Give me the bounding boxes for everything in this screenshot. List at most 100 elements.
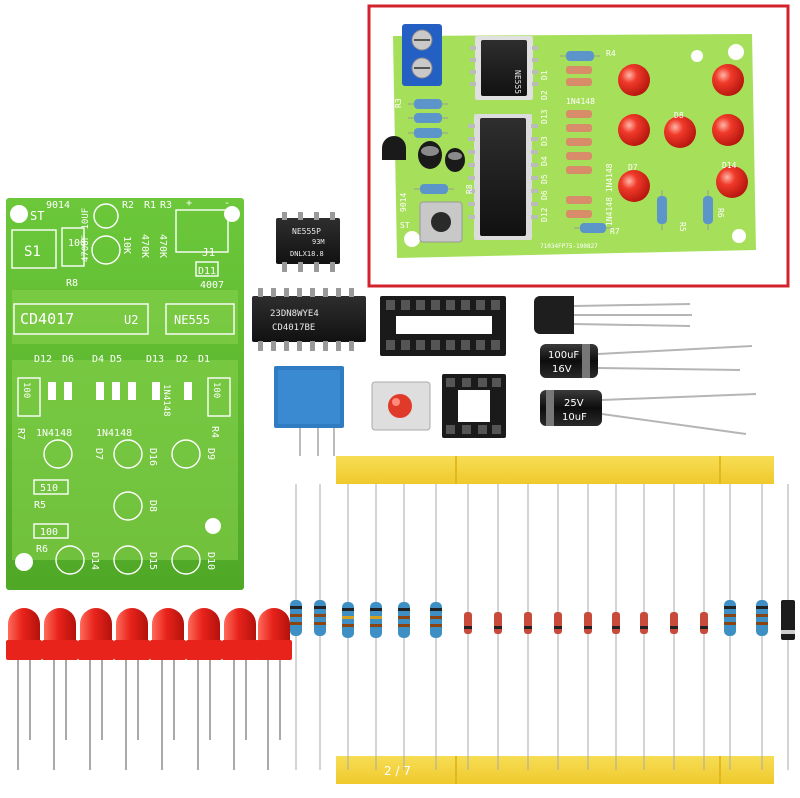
- bare-pcb: 9014 ST S1 R2 R1 R3 + - 10K 470K 470K 47…: [6, 198, 244, 590]
- bare-label-d6: D6: [62, 354, 74, 365]
- transistor-9014: [534, 296, 692, 334]
- capacitor-100uf-text-2: 16V: [552, 364, 572, 375]
- bare-label-d7: D7: [93, 448, 104, 460]
- bare-label-1n4148-side: 1N4148: [161, 384, 171, 417]
- bare-label-d2: D2: [176, 354, 188, 365]
- assembled-label-d1: D1: [540, 70, 549, 80]
- bare-label-r8: R8: [66, 278, 78, 289]
- led-1: [6, 608, 42, 770]
- assembled-label-9014: 9014: [399, 193, 408, 212]
- bare-label-minus: -: [224, 198, 230, 209]
- assembled-label-r8: R8: [465, 184, 474, 194]
- cd4017-chip-text-1: 23DN8WYE4: [270, 309, 319, 319]
- assembled-label-1n4148-b: 1N4148 1N4148: [605, 163, 614, 226]
- trimmer-potentiometer: [274, 366, 344, 456]
- assembled-label-r3: R3: [394, 98, 403, 108]
- bare-label-ne555: NE555: [174, 313, 210, 327]
- cd4017-chip: 23DN8WYE4 CD4017BE: [252, 288, 366, 351]
- bare-label-9014: 9014: [46, 200, 70, 211]
- capacitor-10uf: 25V 10uF: [540, 390, 757, 435]
- cd4017-chip-text-2: CD4017BE: [272, 323, 315, 333]
- assembled-label-d12: D12: [540, 207, 549, 222]
- ne555-chip-text-3: DNLX18.8: [290, 250, 324, 258]
- bare-label-1n4148-mid: 1N4148: [96, 428, 132, 439]
- bare-label-r6: R6: [36, 544, 48, 555]
- assembled-label-d13: D13: [540, 109, 549, 124]
- assembled-ne555: NE555: [470, 36, 538, 100]
- push-button-switch: [371, 381, 431, 431]
- bare-label-r1: R1: [144, 200, 156, 211]
- ne555-chip-text-2: 93M: [312, 238, 325, 246]
- bare-label-r3: R3: [160, 200, 172, 211]
- bare-label-r2: R2: [122, 200, 134, 211]
- led-7: [222, 608, 258, 770]
- bare-label-r4-value: 100: [211, 382, 221, 398]
- assembled-label-d6: D6: [540, 190, 549, 200]
- assembled-label-d8: D8: [674, 111, 684, 120]
- bare-label-d8: D8: [147, 500, 158, 512]
- led-8: [256, 608, 292, 770]
- page-indicator: 2 / 7: [384, 764, 411, 778]
- bare-label-r5: R5: [34, 500, 46, 511]
- assembled-label-r4: R4: [606, 49, 616, 58]
- assembled-label-st: ST: [400, 221, 410, 230]
- bare-label-cd4017: CD4017: [20, 310, 74, 328]
- loose-leds: [6, 608, 292, 770]
- capacitor-100uf-text-1: 100uF: [548, 350, 579, 361]
- bare-label-470k-a: 470K: [139, 234, 150, 258]
- assembled-label-r7: R7: [610, 227, 620, 236]
- led-6: [186, 608, 222, 770]
- assembled-ne555-label: NE555: [513, 70, 522, 94]
- bare-label-u2: U2: [124, 313, 138, 327]
- bare-label-d5: D5: [110, 354, 122, 365]
- assembled-resistors: [408, 51, 713, 233]
- assembled-label-d5: D5: [540, 174, 549, 184]
- tape-strips: [336, 456, 774, 784]
- bare-label-4007: 4007: [200, 280, 224, 291]
- assembled-label-d3: D3: [540, 136, 549, 146]
- assembled-label-d2: D2: [540, 90, 549, 100]
- assembled-push-button: [419, 201, 463, 243]
- bare-label-cap-values: 470UF 10UF: [81, 208, 91, 262]
- bare-label-r8-value: 100: [68, 238, 86, 249]
- axial-resistors: [290, 484, 768, 770]
- ne555-chip-text-1: NE555P: [292, 227, 321, 236]
- bare-label-j1: J1: [202, 246, 215, 259]
- bare-label-d16: D16: [147, 448, 158, 466]
- assembled-cd4017: [468, 114, 538, 240]
- assembled-capacitors: [382, 136, 465, 172]
- axial-diode-1n4007: [781, 484, 795, 770]
- bare-label-d11: D11: [198, 266, 216, 277]
- bare-label-d13: D13: [146, 354, 164, 365]
- bare-label-r7: R7: [15, 428, 26, 440]
- assembled-label-d4: D4: [540, 156, 549, 166]
- socket-16pin: [380, 296, 506, 356]
- assembled-label-r5: R5: [678, 222, 687, 232]
- led-5: [150, 608, 186, 770]
- bare-label-d9: D9: [205, 448, 216, 460]
- bare-label-d10: D10: [205, 552, 216, 570]
- bare-label-r6-value: 100: [40, 527, 58, 538]
- bare-label-r7-value: 100: [21, 382, 31, 398]
- ne555-chip: NE555P 93M DNLX18.8: [276, 212, 340, 272]
- bare-label-r5-value: 510: [40, 483, 58, 494]
- bare-label-d15: D15: [147, 552, 158, 570]
- bare-label-r4: R4: [209, 426, 220, 438]
- assembled-label-d14: D14: [722, 161, 737, 170]
- bare-label-s1: S1: [24, 244, 41, 260]
- bare-label-1n4148-left: 1N4148: [36, 428, 72, 439]
- bare-label-d14: D14: [89, 552, 100, 570]
- capacitor-100uf: 100uF 16V: [540, 344, 753, 378]
- bare-label-470k-b: 470K: [157, 234, 168, 258]
- socket-8pin: [442, 374, 506, 438]
- led-4: [114, 608, 150, 770]
- bare-label-10k: 10K: [121, 236, 132, 254]
- bare-label-d4: D4: [92, 354, 104, 365]
- led-2: [42, 608, 78, 770]
- assembled-board-code: 71034FP75-190827: [540, 243, 598, 250]
- assembled-diodes: [566, 66, 592, 218]
- assembled-pcb-panel: NE555: [367, 4, 790, 288]
- bare-label-plus: +: [186, 198, 192, 209]
- terminal-block: [402, 24, 442, 86]
- bare-label-st: ST: [30, 209, 44, 223]
